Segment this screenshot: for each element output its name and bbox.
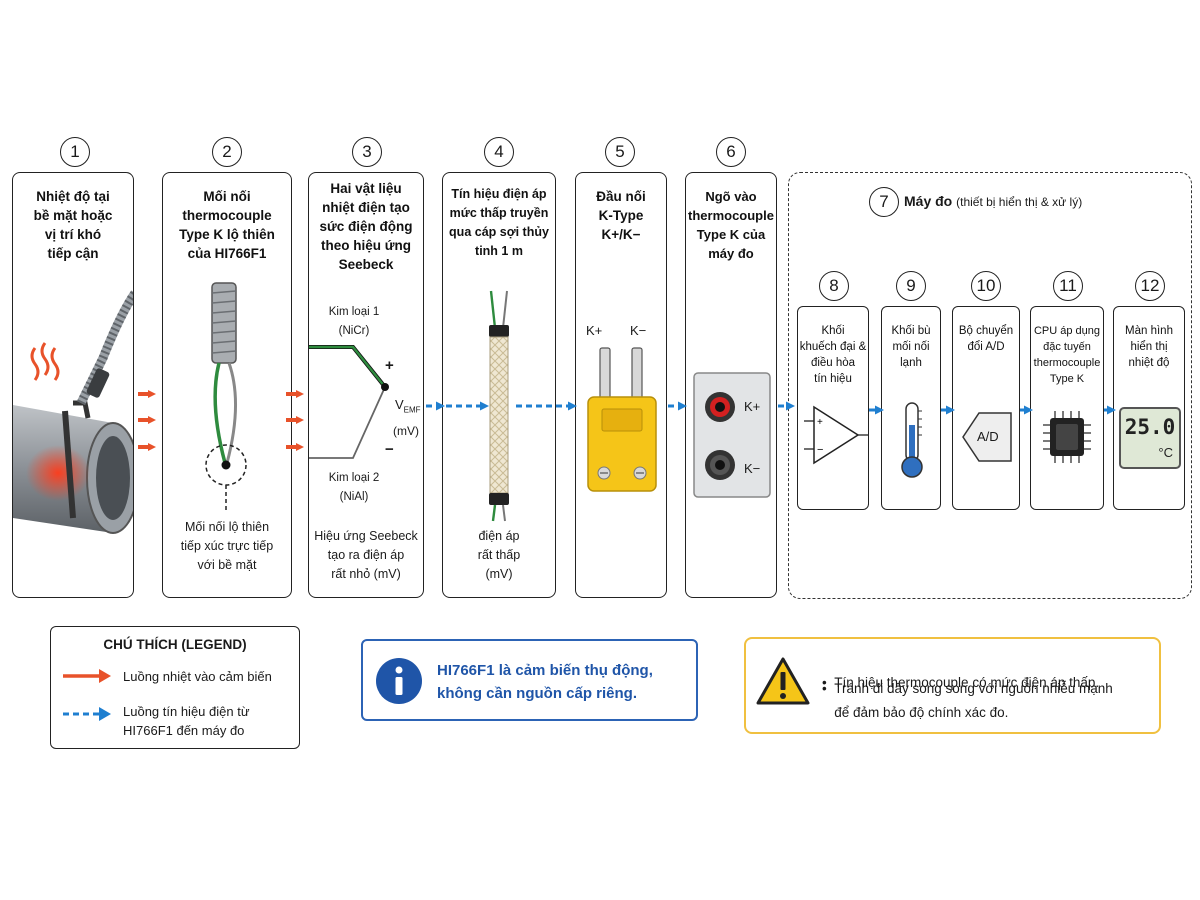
- step-number-5: 5: [605, 137, 635, 167]
- connector-kminus-label: K−: [630, 323, 647, 338]
- legend-signal-label: Luồng tín hiệu điện từ HI766F1 đến máy đ…: [123, 704, 250, 738]
- meter-title-main: Máy đo: [904, 193, 953, 209]
- adc-icon-label: A/D: [977, 429, 999, 444]
- block-title-12: Màn hình hiển thị nhiệt độ: [1125, 325, 1173, 369]
- emf-unit: (mV): [393, 424, 419, 438]
- block-amplifier: Khối khuếch đại & điều hòa tín hiệu + −: [797, 306, 869, 510]
- op-amp-icon: + −: [804, 405, 868, 465]
- legend-heat-label: Luồng nhiệt vào cảm biến: [123, 669, 272, 684]
- jack-kplus-label: K+: [744, 399, 761, 414]
- svg-text:−: −: [817, 444, 823, 456]
- step-number-3: 3: [352, 137, 382, 167]
- step-panel-4: Tín hiệu điện áp mức thấp truyền qua cáp…: [442, 172, 556, 598]
- step-title-5: Đầu nối K-Type K+/K−: [596, 189, 646, 242]
- block-cold-junction: Khối bù mối nối lạnh: [881, 306, 941, 510]
- warning-box: • Tín hiệu thermocouple có mức điện áp t…: [744, 637, 1161, 734]
- block-title-8: Khối khuếch đại & điều hòa tín hiệu: [799, 325, 867, 385]
- info-text: HI766F1 là cảm biến thụ động, không cần …: [437, 662, 653, 702]
- step-number-1: 1: [60, 137, 90, 167]
- emf-label: VEMF: [395, 397, 421, 415]
- block-title-9: Khối bù mối nối lạnh: [891, 325, 931, 369]
- block-title-10: Bộ chuyển đổi A/D: [958, 325, 1014, 353]
- step-number-4: 4: [484, 137, 514, 167]
- k-type-connector-icon: [587, 347, 657, 492]
- block-number-8: 8: [819, 271, 849, 301]
- lcd-unit: °C: [1158, 445, 1173, 460]
- block-cpu: CPU áp dụng đặc tuyến thermocouple Type …: [1030, 306, 1104, 510]
- step-title-6: Ngõ vào thermocouple Type K của máy đo: [688, 189, 774, 261]
- step-number-2: 2: [212, 137, 242, 167]
- step-panel-3: Hai vật liệu nhiệt điện tạo sức điện độn…: [308, 172, 424, 598]
- warning-bullet-2: •: [822, 681, 835, 696]
- block-number-9: 9: [896, 271, 926, 301]
- metal-2-label: Kim loại 2 (NiAl): [328, 472, 380, 503]
- step-caption-4: điện áp rất thấp (mV): [477, 529, 521, 581]
- step-panel-6: Ngõ vào thermocouple Type K của máy đo K…: [685, 172, 777, 598]
- warning-item-1: • Tín hiệu thermocouple có mức điện áp t…: [822, 653, 1099, 693]
- meter-title: Máy đo (thiết bị hiển thị & xử lý): [904, 193, 1082, 209]
- step-title-2: Mối nối thermocouple Type K lộ thiên của…: [179, 189, 275, 261]
- step-number-7: 7: [869, 187, 899, 217]
- step-title-1: Nhiệt độ tại bề mặt hoặc vị trí khó tiếp…: [33, 189, 113, 261]
- connector-kplus-label: K+: [586, 323, 603, 338]
- step-panel-1: Nhiệt độ tại bề mặt hoặc vị trí khó tiếp…: [12, 172, 134, 598]
- block-adc: Bộ chuyển đổi A/D A/D: [952, 306, 1020, 510]
- warning-text-1: Tín hiệu thermocouple có mức điện áp thấ…: [834, 675, 1100, 690]
- meter-title-sub: (thiết bị hiển thị & xử lý): [956, 195, 1083, 209]
- step-caption-2: Mối nối lộ thiên tiếp xúc trực tiếp với …: [180, 520, 274, 572]
- legend-title: CHÚ THÍCH (LEGEND): [103, 637, 247, 652]
- fiberglass-cable-illustration: [489, 290, 509, 522]
- step-panel-5: Đầu nối K-Type K+/K− K+ K−: [575, 172, 667, 598]
- svg-text:+: +: [817, 417, 823, 428]
- step-caption-3: Hiệu ứng Seebeck tạo ra điện áp rất nhỏ …: [314, 529, 418, 581]
- block-number-10: 10: [971, 271, 1001, 301]
- jack-kminus-label: K−: [744, 461, 761, 476]
- step-title-4: Tín hiệu điện áp mức thấp truyền qua cáp…: [449, 187, 549, 258]
- block-display: Màn hình hiển thị nhiệt độ 25.0 °C: [1113, 306, 1185, 510]
- emf-v: V: [395, 397, 404, 412]
- emf-plus-sign: +: [385, 357, 394, 374]
- seebeck-wires-illustration: [309, 345, 389, 459]
- step-title-3: Hai vật liệu nhiệt điện tạo sức điện độn…: [319, 181, 413, 272]
- adc-icon: [962, 412, 1012, 462]
- step-number-6: 6: [716, 137, 746, 167]
- info-box: HI766F1 là cảm biến thụ động, không cần …: [361, 639, 698, 721]
- pipe-illustration: [13, 290, 133, 534]
- warning-icon: [756, 657, 810, 705]
- metal-1-label: Kim loại 1 (NiCr): [328, 306, 380, 337]
- legend-heat-arrow-icon: [63, 669, 111, 683]
- thermometer-icon: [901, 402, 923, 478]
- legend-box: CHÚ THÍCH (LEGEND) Luồng nhiệt vào cảm b…: [50, 626, 300, 749]
- warning-bullet-1: •: [822, 675, 835, 690]
- exposed-junction-illustration: [205, 282, 247, 513]
- lcd-value: 25.0: [1124, 415, 1176, 439]
- cpu-chip-icon: [1043, 411, 1091, 463]
- block-number-12: 12: [1135, 271, 1165, 301]
- info-icon: [376, 658, 422, 704]
- emf-minus-sign: −: [385, 441, 394, 458]
- meter-input-jacks-icon: [693, 372, 771, 498]
- meter-group: [788, 172, 1192, 599]
- heat-arrows-2-3: [286, 390, 304, 451]
- warning-item-2: • Tránh đi dây song song với nguồn nhiễu…: [822, 677, 1113, 725]
- heat-arrows-1-2: [138, 390, 156, 451]
- block-title-11: CPU áp dụng đặc tuyến thermocouple Type …: [1033, 325, 1101, 385]
- block-number-11: 11: [1053, 271, 1083, 301]
- lcd-display: 25.0 °C: [1119, 407, 1181, 469]
- warning-text-2: Tránh đi dây song song với nguồn nhiễu m…: [834, 681, 1113, 720]
- legend-signal-arrow-icon: [63, 707, 111, 721]
- step-panel-2: Mối nối thermocouple Type K lộ thiên của…: [162, 172, 292, 598]
- emf-sub: EMF: [403, 405, 421, 415]
